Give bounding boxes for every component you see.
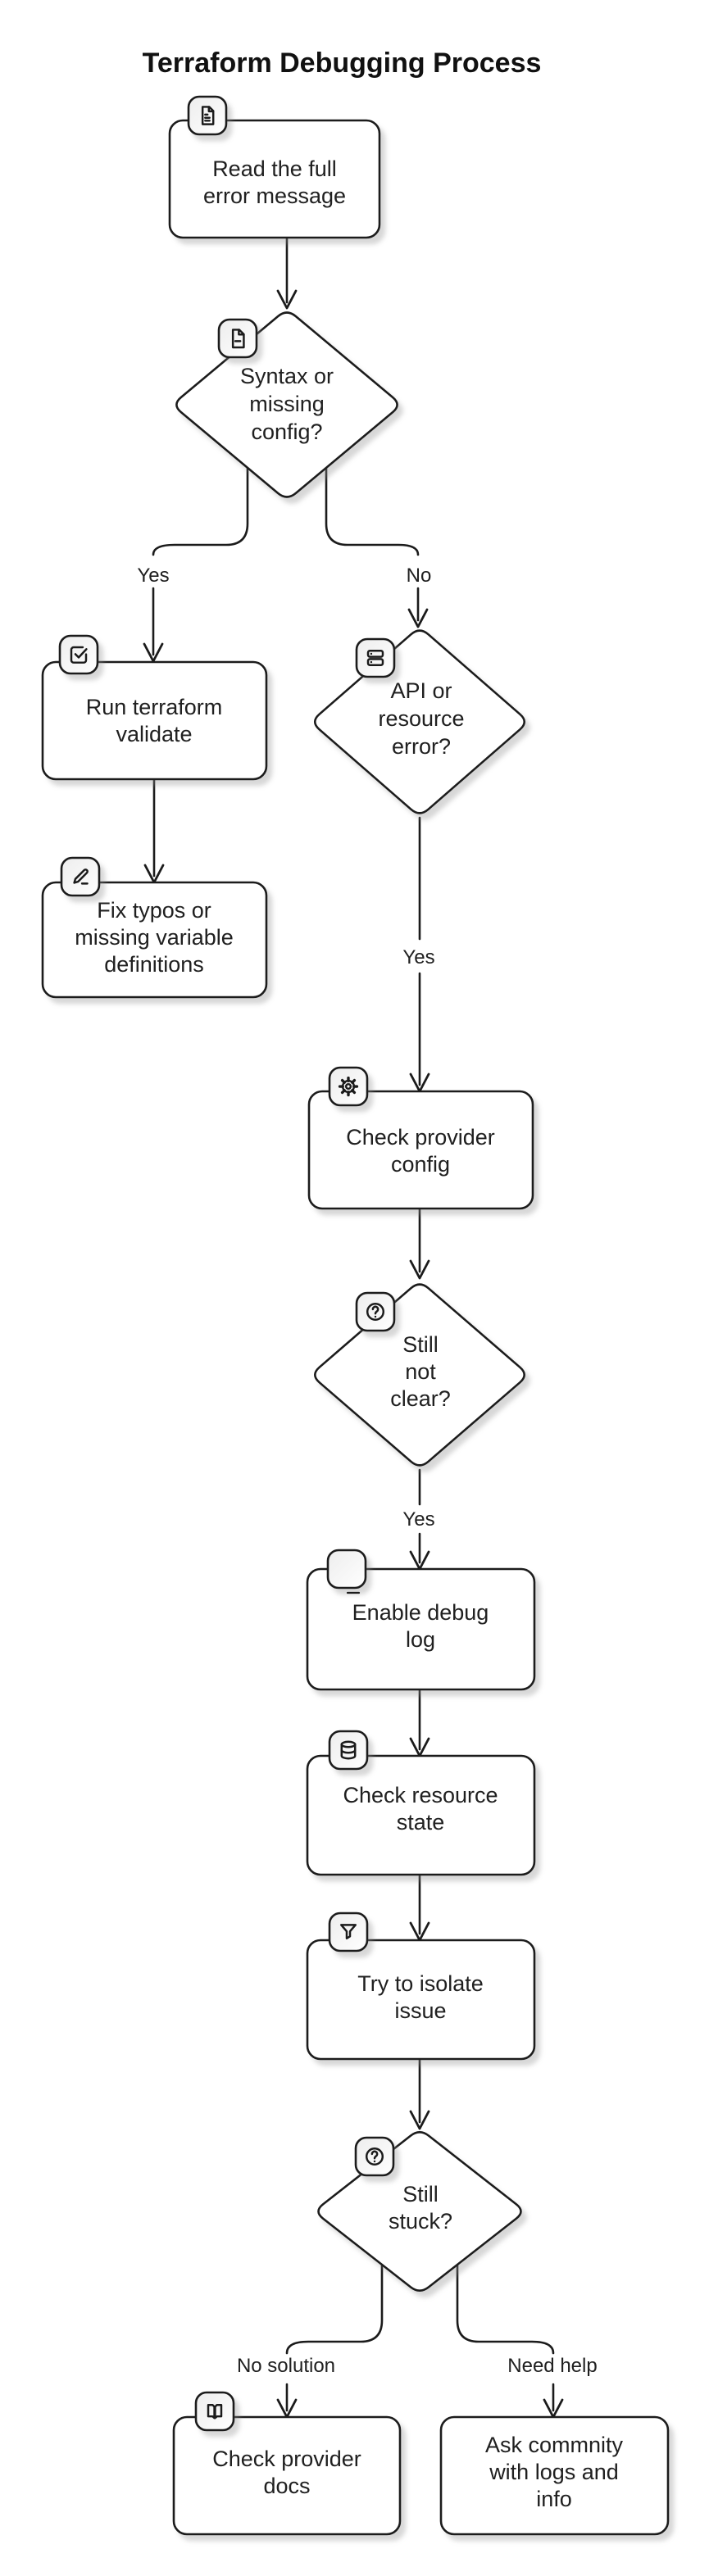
node-label: state [397, 1810, 445, 1834]
edge-label-no-solution: No solution [237, 2355, 335, 2377]
edge-validate-to-fix [143, 778, 165, 884]
node-label: definitions [104, 952, 204, 977]
edge-label-yes1: Yes [137, 565, 169, 587]
icon-badge [217, 318, 258, 359]
node-label: Check provider [212, 2447, 361, 2471]
arrowhead-icon [409, 1259, 430, 1280]
node-check-provider-config: Check provider config [307, 1066, 534, 1210]
node-label: clear? [390, 1386, 451, 1411]
edge-api-yes: Yes [402, 816, 435, 1093]
node-ask-community: Ask commnity with logs and info [439, 2415, 670, 2536]
node-label: Still [402, 1332, 439, 1357]
book-open-icon [207, 2404, 223, 2420]
edge-syntax-yes: Yes [137, 467, 249, 663]
node-label: Syntax or [240, 364, 334, 388]
server-icon [366, 649, 384, 667]
edge-stuck-need-help: Need help [456, 2263, 598, 2419]
node-label: Enable debug [352, 1600, 489, 1625]
node-label: issue [394, 1998, 446, 2023]
question-circle-icon [366, 1302, 385, 1322]
edge-state-to-isolate [409, 1874, 430, 1942]
node-still-stuck-question: Still stuck? [317, 2131, 522, 2292]
node-label: API or [390, 678, 452, 703]
node-label: error? [392, 734, 451, 759]
node-label: missing [249, 392, 325, 416]
diagram-title: Terraform Debugging Process [143, 48, 542, 79]
node-syntax-question: Syntax or missing config? [175, 311, 398, 498]
node-api-question: API or resource error? [313, 629, 526, 814]
edge-provider-to-clear [409, 1208, 430, 1280]
node-label: Fix typos or [97, 898, 211, 923]
edge-label-yes3: Yes [402, 1508, 434, 1531]
node-label: missing variable [75, 925, 234, 950]
icon-badge [328, 1066, 369, 1107]
node-label: docs [263, 2474, 310, 2498]
node-label: resource [378, 706, 464, 731]
edge-label-no1: No [407, 565, 432, 587]
icon-badge-blank [326, 1549, 367, 1590]
node-label: validate [116, 722, 192, 746]
icon-badge [60, 856, 101, 897]
edges: Yes No Yes Yes [137, 237, 598, 2419]
file-minus-icon [231, 329, 245, 349]
node-label: Read the full [212, 156, 337, 181]
edge-syntax-no: No [325, 467, 432, 628]
node-fix-typos: Fix typos or missing variable definition… [41, 856, 268, 999]
icon-badge [328, 1730, 369, 1771]
node-enable-debug-log: Enable debug log [306, 1549, 536, 1691]
edge-label-yes2: Yes [402, 946, 434, 968]
node-check-resource-state: Check resource state [306, 1730, 536, 1876]
edge-read-to-syntax [276, 237, 298, 310]
question-circle-icon [365, 2147, 384, 2166]
node-label: config [391, 1152, 450, 1177]
node-isolate-issue: Try to isolate issue [306, 1912, 536, 2061]
node-label: Check provider [346, 1125, 495, 1150]
edge-debug-to-state [409, 1689, 430, 1757]
node-label: with logs and [489, 2460, 619, 2484]
node-label: Try to isolate [357, 1971, 484, 1996]
arrowhead-icon [407, 608, 429, 628]
node-label: Run terraform [86, 695, 223, 719]
node-read-error: Read the full error message [168, 95, 381, 239]
node-check-provider-docs: Check provider docs [172, 2391, 402, 2536]
file-text-icon [201, 106, 215, 125]
node-run-validate: Run terraform validate [41, 634, 268, 781]
node-label: log [406, 1627, 435, 1652]
database-icon [340, 1740, 357, 1760]
node-label: config? [251, 420, 322, 444]
node-label: stuck? [389, 2209, 452, 2234]
node-label: error message [203, 184, 346, 208]
arrowhead-icon [409, 2110, 430, 2130]
node-label: Check resource [343, 1783, 498, 1807]
pencil-icon [73, 868, 89, 885]
icon-badge [328, 1912, 369, 1952]
icon-badge [355, 637, 396, 678]
edge-label-need-help: Need help [507, 2355, 597, 2377]
edge-clear-yes: Yes [402, 1468, 435, 1571]
arrowhead-icon [276, 289, 298, 310]
node-label: Ask commnity [485, 2433, 624, 2457]
edge-stuck-no-solution: No solution [237, 2263, 384, 2419]
filter-icon [339, 1924, 357, 1939]
check-square-icon [70, 646, 88, 664]
node-label: info [536, 2487, 572, 2511]
node-still-not-clear-question: Still not clear? [314, 1283, 525, 1467]
node-label: Still [402, 2182, 439, 2206]
gear-icon [338, 1076, 359, 1097]
node-label: not [405, 1359, 436, 1384]
edge-isolate-to-stuck [409, 2058, 430, 2130]
icon-badge [58, 634, 99, 675]
